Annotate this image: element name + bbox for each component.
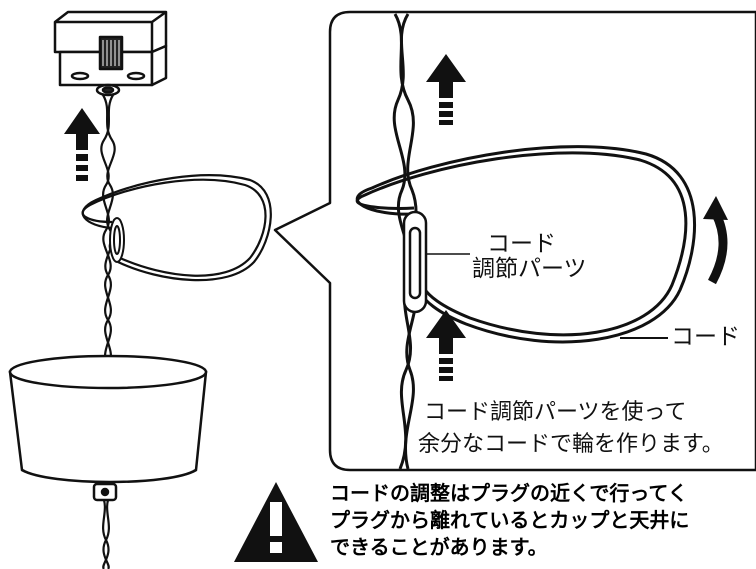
cord-adjuster-label-line2: 調節パーツ bbox=[472, 256, 587, 282]
callout-cord-adjuster bbox=[402, 210, 428, 314]
cord-label: コード bbox=[671, 324, 740, 350]
instruction-line1: コード調節パーツを使って bbox=[424, 400, 687, 425]
warning-text: コードの調整はプラグの近くで行ってく プラグから離れているとカップと天井に でき… bbox=[330, 480, 689, 561]
left-up-arrow-icon bbox=[64, 108, 100, 181]
instruction-line2: 余分なコードで輪を作ります。 bbox=[418, 432, 724, 457]
warning-line3: できることがあります。 bbox=[330, 535, 548, 559]
curved-arrow-icon bbox=[703, 196, 728, 285]
pendant-shade bbox=[8, 354, 208, 502]
ceiling-canopy bbox=[53, 10, 168, 97]
callout-cord-loop bbox=[355, 145, 697, 344]
cord-adjuster-label-line1: コード bbox=[487, 231, 556, 257]
left-cord-adjuster bbox=[109, 217, 125, 263]
warning-triangle-icon bbox=[234, 482, 318, 562]
warning-line1: コードの調整はプラグの近くで行ってく bbox=[330, 481, 688, 505]
warning-line2: プラグから離れているとカップと天井に bbox=[330, 508, 690, 532]
callout-bottom-up-arrow-icon bbox=[426, 310, 466, 381]
callout-top-up-arrow-icon bbox=[426, 54, 466, 125]
